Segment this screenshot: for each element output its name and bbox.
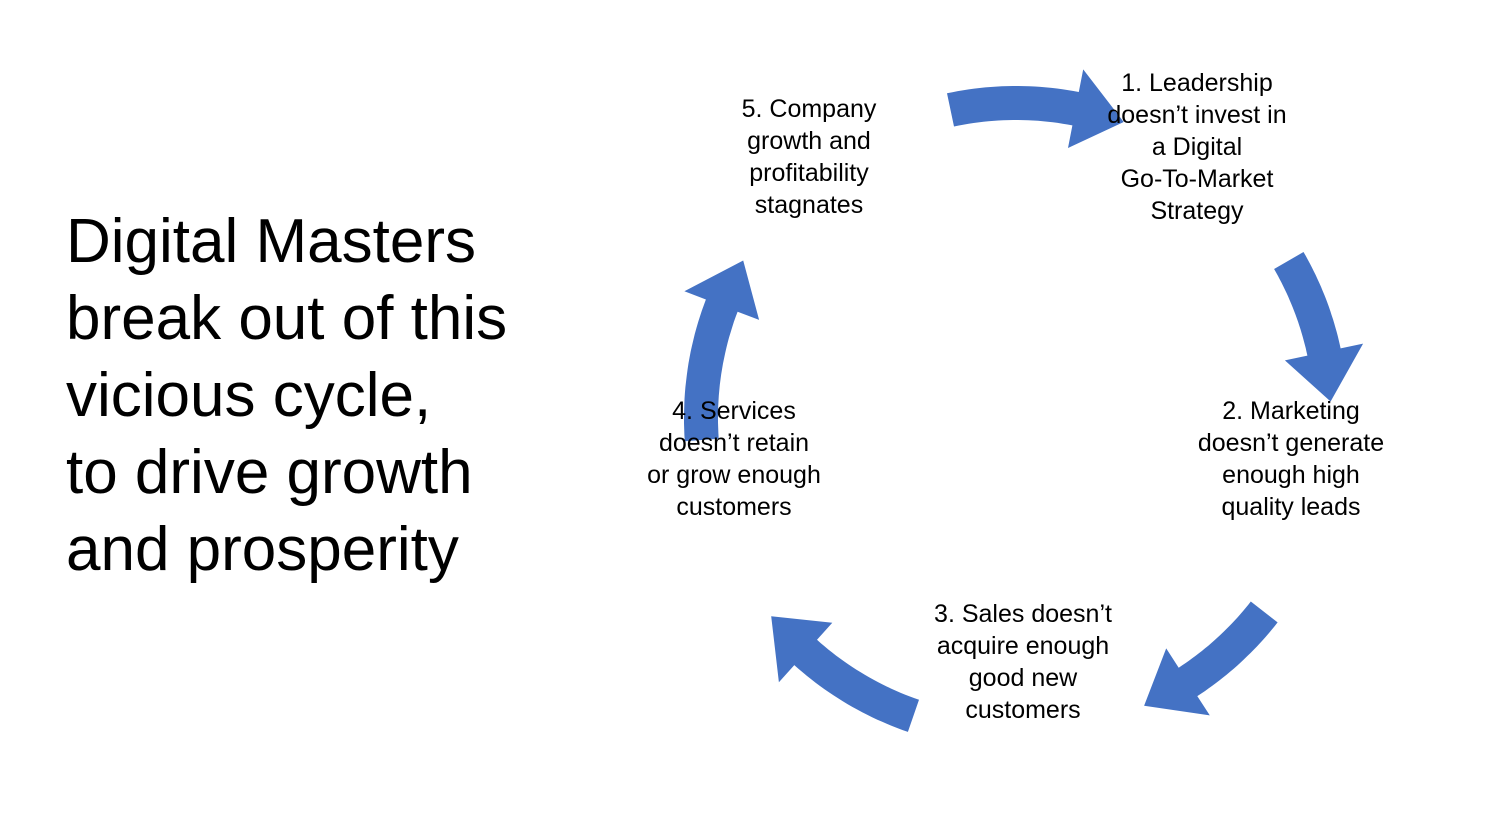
step-line: customers [965,696,1081,724]
step-line: customers [676,493,792,521]
step-line: 2. Marketing [1222,397,1360,425]
cycle-arrows [684,69,1364,732]
headline-line: Digital Masters [66,207,476,276]
step-line: doesn’t retain [658,429,810,457]
headline-line: break out of this [66,284,508,353]
step-line: 4. Services [672,397,796,425]
step-line: 1. Leadership [1121,69,1273,97]
headline-line: vicious cycle, [66,361,432,430]
step-line: doesn’t generate [1197,429,1385,457]
headline-line: and prosperity [66,515,459,584]
step-leadership: 1. Leadership doesn’t invest in a Digita… [1087,67,1307,227]
arrow-leadership-to-marketing [1274,252,1364,402]
step-line: Strategy [1150,197,1244,225]
step-marketing: 2. Marketing doesn’t generate enough hig… [1176,395,1406,523]
step-services: 4. Services doesn’t retain or grow enoug… [629,395,839,523]
step-line: 5. Company [741,95,877,123]
step-line: doesn’t invest in [1107,101,1287,129]
arrow-company-to-leadership [947,69,1124,148]
headline: Digital Masters break out of this viciou… [66,203,626,588]
step-line: quality leads [1221,493,1361,521]
step-line: a Digital [1151,133,1243,161]
step-line: Go-To-Market [1120,165,1274,193]
step-line: 3. Sales doesn’t [934,600,1112,628]
step-line: stagnates [754,191,864,219]
step-line: acquire enough [936,632,1110,660]
step-line: growth and [747,127,871,155]
step-sales: 3. Sales doesn’t acquire enough good new… [913,598,1133,726]
arrow-services-to-company [684,260,760,442]
headline-line: to drive growth [66,438,473,507]
arrow-marketing-to-sales [1144,601,1278,716]
step-line: enough high [1222,461,1360,489]
arrow-sales-to-services [771,616,919,732]
step-company: 5. Company growth and profitability stag… [714,93,904,221]
step-line: or grow enough [647,461,821,489]
step-line: good new [968,664,1078,692]
step-line: profitability [749,159,869,187]
